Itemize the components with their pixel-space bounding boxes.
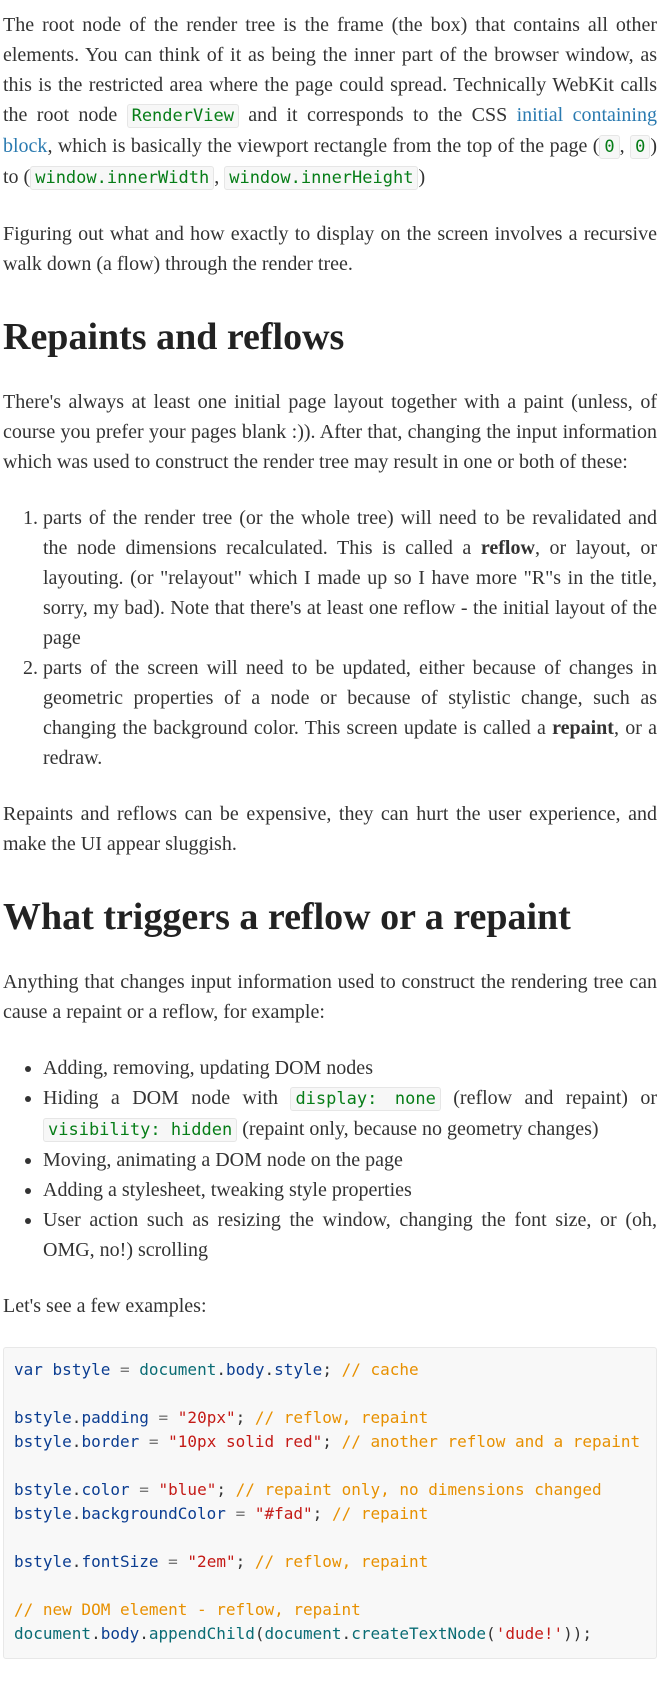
string: "2em" xyxy=(187,1552,236,1571)
comment: // reflow, repaint xyxy=(254,1408,429,1427)
identifier: document xyxy=(139,1360,217,1379)
identifier: document xyxy=(14,1624,92,1643)
operator: = xyxy=(139,1480,149,1499)
identifier: bstyle xyxy=(14,1504,72,1523)
identifier: padding xyxy=(81,1408,149,1427)
identifier: fontSize xyxy=(81,1552,159,1571)
identifier: body xyxy=(225,1360,265,1379)
list-item: Hiding a DOM node with display: none (re… xyxy=(43,1083,657,1145)
inline-code-inner-height: window.innerHeight xyxy=(224,166,419,190)
text: , or layout, or layouting. (or "relayout… xyxy=(43,537,658,649)
inline-code-display-none: display: none xyxy=(290,1087,441,1111)
string: "#fad" xyxy=(254,1504,313,1523)
article-body: The root node of the render tree is the … xyxy=(0,10,659,1659)
comment: // new DOM element - reflow, repaint xyxy=(14,1600,361,1619)
comment: // cache xyxy=(341,1360,419,1379)
code-line: var bstyle = document.body.style; // cac… xyxy=(14,1360,419,1379)
identifier: color xyxy=(81,1480,130,1499)
list-item: Adding, removing, updating DOM nodes xyxy=(43,1053,657,1083)
identifier: bstyle xyxy=(14,1408,72,1427)
paragraph-expensive: Repaints and reflows can be expensive, t… xyxy=(3,803,657,855)
identifier: bstyle xyxy=(52,1360,111,1379)
comment: // another reflow and a repaint xyxy=(341,1432,641,1451)
string: "20px" xyxy=(177,1408,236,1427)
list-item: Moving, animating a DOM node on the page xyxy=(43,1145,657,1175)
text: parts of the render tree (or the whole t… xyxy=(43,507,657,559)
text: , or a redraw. xyxy=(43,717,657,769)
code-line: // new DOM element - reflow, repaint xyxy=(14,1600,361,1619)
inline-code-zero: 0 xyxy=(630,135,651,159)
string: "blue" xyxy=(158,1480,217,1499)
operator: = xyxy=(235,1504,246,1523)
code-block: var bstyle = document.body.style; // cac… xyxy=(3,1347,657,1659)
comment: // reflow, repaint xyxy=(254,1552,429,1571)
text: ) to ( xyxy=(3,135,657,188)
code-line: bstyle.fontSize = "2em"; // reflow, repa… xyxy=(14,1552,429,1571)
text: and it corresponds to the CSS xyxy=(238,104,517,126)
identifier: bstyle xyxy=(14,1552,72,1571)
inline-code-renderview: RenderView xyxy=(126,104,239,128)
identifier: bstyle xyxy=(14,1480,72,1499)
code-line: document.body.appendChild(document.creat… xyxy=(14,1624,593,1643)
string: 'dude!' xyxy=(495,1624,564,1643)
function-name: createTextNode xyxy=(351,1624,487,1643)
keyword: var xyxy=(14,1360,43,1379)
initial-containing-block-link[interactable]: initial containing block xyxy=(3,104,657,157)
comment: // repaint xyxy=(331,1504,429,1523)
code-line: bstyle.padding = "20px"; // reflow, repa… xyxy=(14,1408,429,1427)
trigger-list: Adding, removing, updating DOM nodes Hid… xyxy=(3,1053,657,1265)
paragraph-initial-layout: There's always at least one initial page… xyxy=(3,391,657,473)
term-repaint: repaint xyxy=(552,717,614,739)
reflow-repaint-list: parts of the render tree (or the whole t… xyxy=(3,503,657,773)
text: , xyxy=(619,135,631,157)
paragraph-render-tree-root: The root node of the render tree is the … xyxy=(3,10,657,193)
code-line: bstyle.backgroundColor = "#fad"; // repa… xyxy=(14,1504,429,1523)
operator: = xyxy=(119,1360,130,1379)
paragraph-recursive-walk: Figuring out what and how exactly to dis… xyxy=(3,223,657,275)
term-reflow: reflow xyxy=(480,537,535,559)
operator: = xyxy=(168,1552,178,1571)
code-line: bstyle.color = "blue"; // repaint only, … xyxy=(14,1480,602,1499)
inline-code-visibility-hidden: visibility: hidden xyxy=(43,1118,238,1142)
list-item: Adding a stylesheet, tweaking style prop… xyxy=(43,1175,657,1205)
identifier: document xyxy=(264,1624,342,1643)
text: (reflow and repaint) or xyxy=(440,1087,657,1109)
text: ) xyxy=(418,166,426,188)
identifier: backgroundColor xyxy=(81,1504,226,1523)
text: Hiding a DOM node with xyxy=(43,1087,291,1109)
text: , xyxy=(214,166,225,188)
text: , which is basically the viewport rectan… xyxy=(47,135,600,157)
operator: = xyxy=(148,1432,159,1451)
identifier: style xyxy=(274,1360,323,1379)
function-name: appendChild xyxy=(148,1624,255,1643)
identifier: border xyxy=(81,1432,140,1451)
text: (repaint only, because no geometry chang… xyxy=(237,1118,599,1140)
text: The root node of the render tree is the … xyxy=(3,14,657,126)
identifier: bstyle xyxy=(14,1432,72,1451)
identifier: body xyxy=(100,1624,140,1643)
list-item: User action such as resizing the window,… xyxy=(43,1205,657,1265)
list-item-repaint: parts of the screen will need to be upda… xyxy=(43,653,657,773)
heading-repaints-and-reflows: Repaints and reflows xyxy=(3,316,345,358)
list-item-reflow: parts of the render tree (or the whole t… xyxy=(43,503,657,653)
string: "10px solid red" xyxy=(168,1432,323,1451)
text: parts of the screen will need to be upda… xyxy=(43,657,657,739)
heading-what-triggers: What triggers a reflow or a repaint xyxy=(3,896,571,938)
code-line: bstyle.border = "10px solid red"; // ano… xyxy=(14,1432,641,1451)
operator: = xyxy=(158,1408,169,1427)
comment: // repaint only, no dimensions changed xyxy=(235,1480,602,1499)
inline-code-inner-width: window.innerWidth xyxy=(30,166,215,190)
paragraph-anything-changes: Anything that changes input information … xyxy=(3,971,657,1023)
inline-code-zero: 0 xyxy=(599,135,620,159)
paragraph-examples: Let's see a few examples: xyxy=(3,1295,207,1317)
